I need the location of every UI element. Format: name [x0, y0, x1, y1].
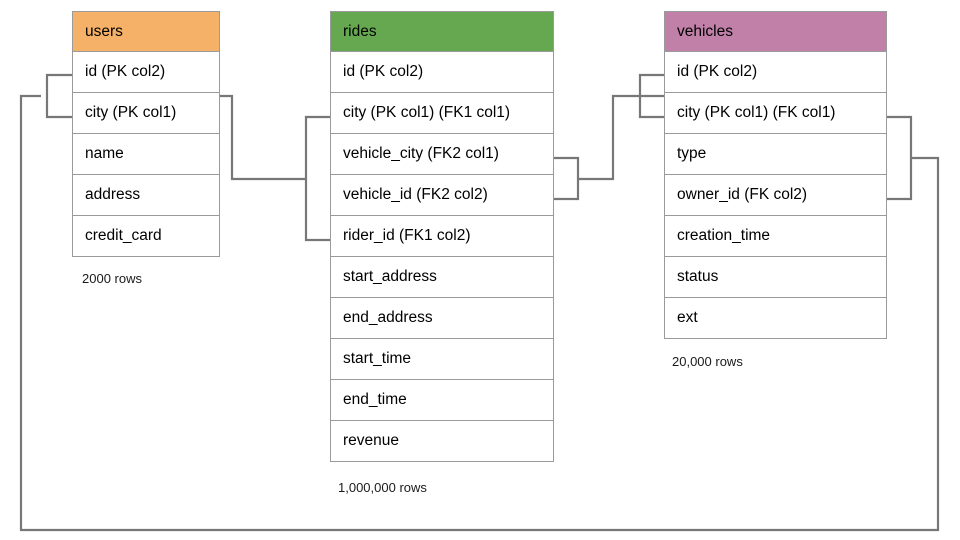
- entity-field-row[interactable]: start_time: [330, 339, 554, 380]
- entity-header-users: users: [72, 11, 220, 52]
- entity-field-label: status: [677, 268, 719, 285]
- entity-field-label: creation_time: [677, 227, 771, 244]
- entity-field-label: credit_card: [85, 227, 162, 244]
- vehicles-fk-bracket: [887, 115, 913, 201]
- row-count-label-vehicles: 20,000 rows: [672, 354, 743, 369]
- entity-field-label: name: [85, 145, 124, 162]
- entity-field-label: start_time: [343, 350, 412, 367]
- entity-field-label: ext: [677, 309, 698, 326]
- entity-field-label: end_time: [343, 391, 407, 408]
- row-count-label-rides: 1,000,000 rows: [338, 480, 427, 495]
- entity-table-rides[interactable]: rides id (PK col2) city (PK col1) (FK1 col…: [330, 11, 554, 462]
- entity-field-label: revenue: [343, 432, 400, 449]
- entity-field-label: vehicle_city (FK2 col1): [343, 145, 499, 162]
- entity-title: users: [85, 22, 123, 40]
- entity-field-row[interactable]: credit_card: [72, 216, 220, 257]
- entity-field-row[interactable]: city (PK col1): [72, 93, 220, 134]
- entity-field-row[interactable]: start_address: [330, 257, 554, 298]
- entity-field-row[interactable]: creation_time: [664, 216, 887, 257]
- entity-field-label: city (PK col1): [85, 104, 177, 121]
- entity-field-label: id (PK col2): [85, 63, 166, 80]
- entity-field-label: rider_id (FK1 col2): [343, 227, 471, 244]
- entity-field-label: type: [677, 145, 707, 162]
- fk2-rides-to-vehicles-line: [578, 92, 689, 181]
- vehicles-key-bracket: [638, 73, 664, 119]
- entity-field-label: city (PK col1) (FK col1): [677, 104, 836, 121]
- fk-vehicles-to-users-line: [19, 94, 940, 532]
- entity-title: vehicles: [677, 22, 733, 40]
- entity-field-row[interactable]: city (PK col1) (FK col1): [664, 93, 887, 134]
- entity-field-label: address: [85, 186, 141, 203]
- entity-field-row[interactable]: status: [664, 257, 887, 298]
- entity-table-vehicles[interactable]: vehicles id (PK col2) city (PK col1) (FK c…: [664, 11, 887, 339]
- entity-field-row[interactable]: id (PK col2): [72, 52, 220, 93]
- rides-fk2-bracket: [554, 156, 580, 201]
- users-key-bracket: [45, 73, 72, 119]
- entity-field-row[interactable]: vehicle_city (FK2 col1): [330, 134, 554, 175]
- entity-header-vehicles: vehicles: [664, 11, 887, 52]
- entity-field-row[interactable]: end_time: [330, 380, 554, 421]
- entity-field-row[interactable]: id (PK col2): [664, 52, 887, 93]
- entity-field-label: end_address: [343, 309, 433, 326]
- entity-field-label: id (PK col2): [677, 63, 758, 80]
- entity-field-row[interactable]: id (PK col2): [330, 52, 554, 93]
- entity-field-row[interactable]: revenue: [330, 421, 554, 462]
- entity-table-users[interactable]: users id (PK col2) city (PK col1) name addre…: [72, 11, 220, 257]
- rides-fk1-bracket: [304, 115, 330, 242]
- entity-field-row[interactable]: end_address: [330, 298, 554, 339]
- entity-field-label: owner_id (FK col2): [677, 186, 808, 203]
- entity-field-label: vehicle_id (FK2 col2): [343, 186, 488, 203]
- entity-field-label: id (PK col2): [343, 63, 424, 80]
- entity-field-row[interactable]: rider_id (FK1 col2): [330, 216, 554, 257]
- entity-field-row[interactable]: vehicle_id (FK2 col2): [330, 175, 554, 216]
- entity-field-label: city (PK col1) (FK1 col1): [343, 104, 511, 121]
- entity-field-row[interactable]: city (PK col1) (FK1 col1): [330, 93, 554, 134]
- entity-field-row[interactable]: address: [72, 175, 220, 216]
- entity-field-row[interactable]: type: [664, 134, 887, 175]
- entity-field-row[interactable]: name: [72, 134, 220, 175]
- entity-field-label: start_address: [343, 268, 437, 285]
- entity-title: rides: [343, 22, 377, 40]
- entity-field-row[interactable]: owner_id (FK col2): [664, 175, 887, 216]
- row-count-label-users: 2000 rows: [82, 271, 142, 286]
- entity-field-row[interactable]: ext: [664, 298, 887, 339]
- entity-header-rides: rides: [330, 11, 554, 52]
